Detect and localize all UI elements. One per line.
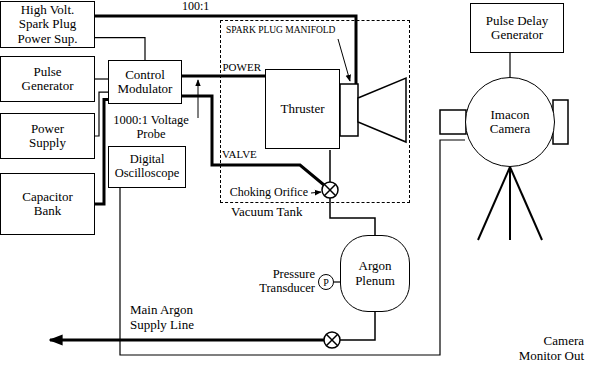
ratio-label: 100:1 <box>182 0 209 14</box>
edge-label: POWER <box>221 61 264 73</box>
line-label: Main Argon Supply Line <box>130 303 210 333</box>
thruster-box: Thruster <box>265 69 340 149</box>
valve-symbol <box>322 182 338 198</box>
node-text: Vacuum Tank <box>231 205 302 219</box>
connector <box>509 53 510 77</box>
connector <box>95 78 108 79</box>
capacitor-box: Capacitor Bank <box>0 173 95 235</box>
power-supply-box: High Volt. Spark Plug Power Sup. <box>0 1 95 48</box>
part-label: Pressure Transducer <box>240 267 315 296</box>
node-text: Thruster <box>280 102 324 116</box>
tripod-leg <box>509 167 511 240</box>
valve-symbol <box>324 184 335 195</box>
generator-box: Pulse Generator <box>0 56 95 102</box>
gas-line <box>329 150 331 182</box>
node-text: P <box>323 277 329 288</box>
pressure-transducer: P <box>318 274 334 290</box>
tripod-leg <box>478 167 510 240</box>
supply-line <box>50 339 324 342</box>
gas-line <box>340 312 375 340</box>
delay-generator-box: Pulse Delay Generator <box>470 3 564 53</box>
node-text: Control Modulator <box>112 68 178 97</box>
node-text: Argon Plenum <box>345 259 405 288</box>
connector <box>182 75 265 78</box>
node-text: Power Supply <box>13 122 82 151</box>
modulator-box: Control Modulator <box>108 60 182 104</box>
power-supply-box: Power Supply <box>0 113 95 159</box>
signal-label: VALVE <box>222 148 257 161</box>
node-text: Digital Oscilloscope <box>112 153 182 181</box>
vacuum-tank: Vacuum TankThruster <box>220 20 410 203</box>
valve-symbol <box>326 334 337 345</box>
thruster-nozzle <box>358 78 406 142</box>
connector <box>95 100 108 204</box>
spark-plug-manifold <box>340 84 358 136</box>
valve-symbol <box>324 184 335 195</box>
part-label: SPARK PLUG MANIFOLD <box>226 25 335 36</box>
camera-circle: Imacon Camera <box>465 77 555 167</box>
node-text: Capacitor Bank <box>13 190 82 219</box>
node-text: Pulse Generator <box>13 65 82 94</box>
voltage-probe <box>198 80 199 118</box>
valve-symbol <box>324 332 340 348</box>
tripod-leg <box>510 167 542 240</box>
gas-line <box>330 198 375 235</box>
node-text: High Volt. Spark Plug Power Sup. <box>13 3 82 46</box>
probe-label: 1000:1 Voltage Probe <box>106 113 196 142</box>
camera-lens <box>553 100 568 144</box>
connector <box>95 38 145 60</box>
node-text: Imacon Camera <box>484 108 536 137</box>
oscilloscope-box: Digital Oscilloscope <box>108 146 186 188</box>
node-text: Pulse Delay Generator <box>483 14 551 43</box>
leader-line <box>311 192 321 193</box>
part-label: Choking Orifice <box>222 186 308 200</box>
camera-body <box>440 110 466 134</box>
signal-label: Camera Monitor Out <box>498 334 584 364</box>
plenum-tank: Argon Plenum <box>340 235 410 312</box>
valve-symbol <box>326 334 337 345</box>
